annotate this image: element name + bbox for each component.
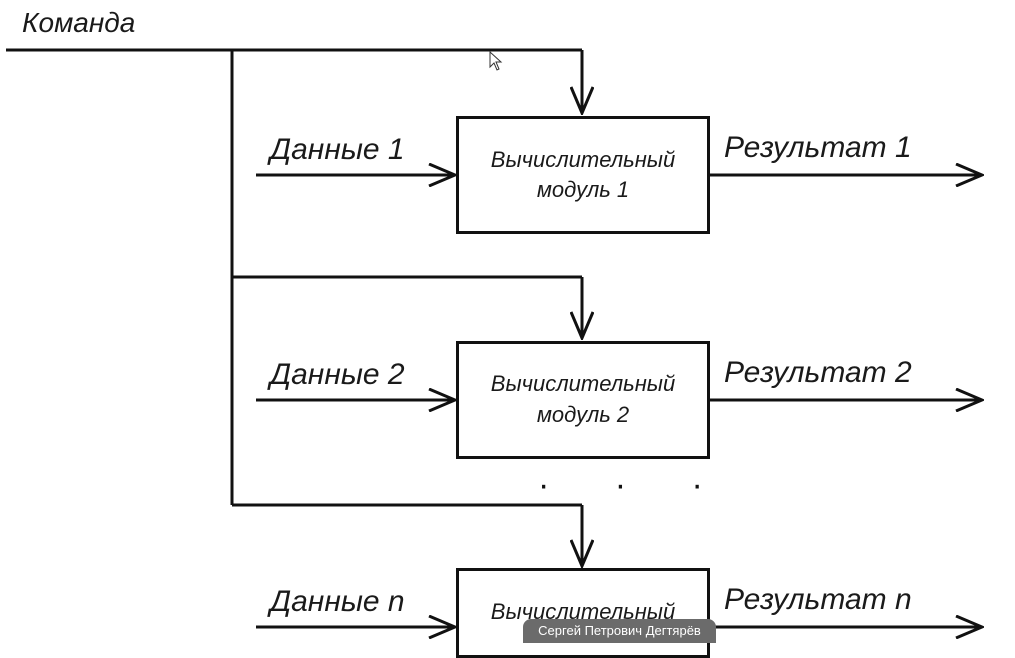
compute-module-box-1	[456, 116, 710, 234]
diagram-canvas	[6, 48, 1015, 642]
mouse-pointer-icon	[489, 51, 503, 71]
result-label-2: Результат 2	[724, 356, 912, 389]
data-label-n: Данные n	[270, 585, 405, 618]
presenter-name-badge: Сергей Петрович Дегтярёв	[523, 619, 716, 643]
data-label-1: Данные 1	[270, 133, 405, 166]
module-text-1-line1: Вычислительный	[490, 147, 676, 172]
module-text-2-line2: модуль 2	[536, 402, 630, 427]
compute-module-box-2	[456, 341, 710, 459]
command-label: Команда	[22, 7, 136, 38]
ellipsis-dots: · · ·	[538, 466, 731, 504]
data-label-2: Данные 2	[270, 358, 405, 391]
result-label-n: Результат n	[724, 583, 912, 616]
module-text-2-line1: Вычислительный	[490, 371, 676, 396]
result-label-1: Результат 1	[724, 131, 912, 164]
module-text-1-line2: модуль 1	[536, 177, 630, 202]
